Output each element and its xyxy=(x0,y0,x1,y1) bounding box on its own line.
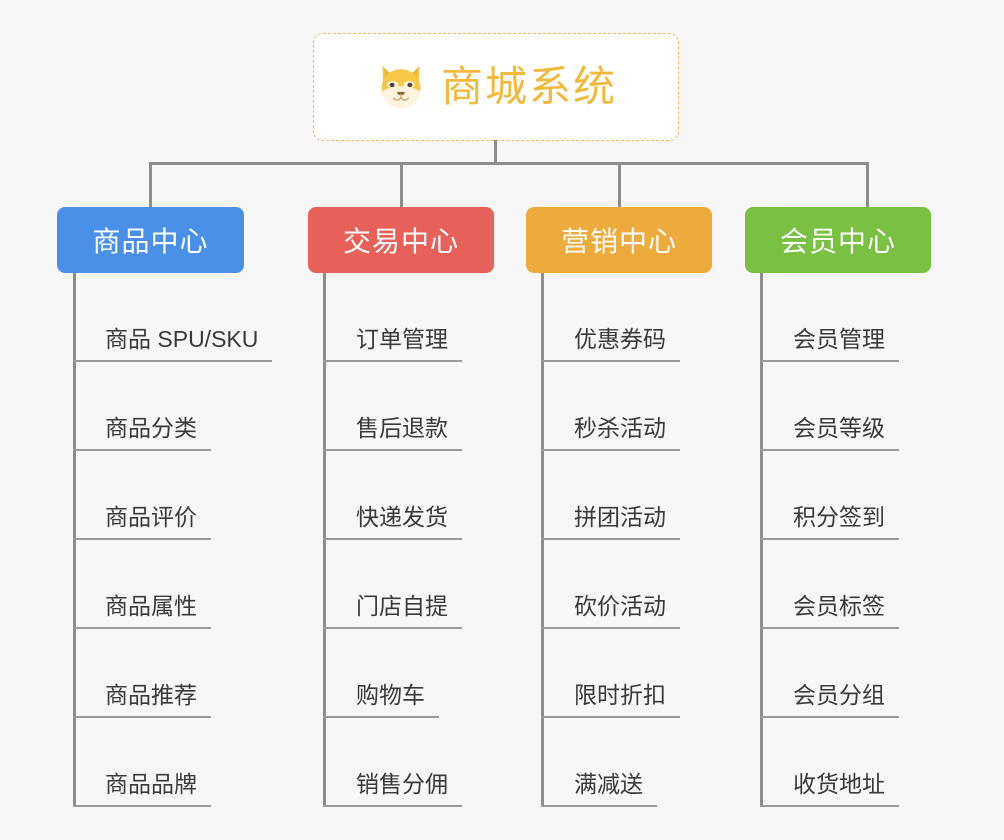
leaf-item-rule xyxy=(73,449,211,451)
leaf-item[interactable]: 商品属性 xyxy=(57,540,317,629)
leaf-item[interactable]: 砍价活动 xyxy=(526,540,786,629)
shiba-dog-face-icon xyxy=(381,65,421,109)
leaf-item-rule xyxy=(323,449,462,451)
leaf-item-label: 积分签到 xyxy=(793,504,885,530)
leaf-item[interactable]: 会员等级 xyxy=(745,362,1004,451)
leaf-item[interactable]: 销售分佣 xyxy=(308,718,568,807)
category-header-3[interactable]: 营销中心 xyxy=(526,207,712,273)
leaf-item-label: 拼团活动 xyxy=(574,504,666,530)
leaf-item-label: 购物车 xyxy=(356,682,425,708)
category-label: 商品中心 xyxy=(92,226,209,257)
leaf-item[interactable]: 订单管理 xyxy=(308,273,568,362)
leaf-item[interactable]: 满减送 xyxy=(526,718,786,807)
leaf-item[interactable]: 商品 SPU/SKU xyxy=(57,273,317,362)
leaf-item[interactable]: 优惠券码 xyxy=(526,273,786,362)
leaf-item-label: 门店自提 xyxy=(356,593,448,619)
connector-drop-1 xyxy=(149,162,152,208)
leaf-item-rule xyxy=(73,805,211,807)
leaf-item-rule xyxy=(760,538,899,540)
leaf-item-rule xyxy=(541,360,680,362)
leaf-item-rule xyxy=(541,538,680,540)
leaf-item-rule xyxy=(73,538,211,540)
leaf-item-rule xyxy=(760,627,899,629)
leaf-item[interactable]: 会员管理 xyxy=(745,273,1004,362)
leaf-item-label: 商品 SPU/SKU xyxy=(105,326,259,352)
leaf-item[interactable]: 快递发货 xyxy=(308,451,568,540)
connector-drop-2 xyxy=(400,162,403,208)
leaf-item-rule xyxy=(323,627,462,629)
leaf-item[interactable]: 商品推荐 xyxy=(57,629,317,718)
leaf-item[interactable]: 购物车 xyxy=(308,629,568,718)
leaf-item[interactable]: 售后退款 xyxy=(308,362,568,451)
leaf-item-label: 收货地址 xyxy=(793,771,885,797)
column-spine xyxy=(323,273,326,807)
category-label: 营销中心 xyxy=(560,226,677,257)
leaf-item-label: 商品属性 xyxy=(105,593,197,619)
category-label: 会员中心 xyxy=(779,226,896,257)
leaf-item-label: 会员管理 xyxy=(793,326,885,352)
leaf-item-label: 会员等级 xyxy=(793,415,885,441)
leaf-item[interactable]: 商品分类 xyxy=(57,362,317,451)
leaf-item-list: 订单管理售后退款快递发货门店自提购物车销售分佣 xyxy=(308,273,568,807)
leaf-item-label: 商品推荐 xyxy=(105,682,197,708)
leaf-item-rule xyxy=(541,627,680,629)
leaf-item-rule xyxy=(323,805,462,807)
root-node[interactable]: 商城系统 xyxy=(313,33,679,141)
category-header-2[interactable]: 交易中心 xyxy=(308,207,494,273)
leaf-item-label: 快递发货 xyxy=(356,504,448,530)
leaf-item-list: 商品 SPU/SKU 商品分类商品评价商品属性商品推荐商品品牌 xyxy=(57,273,317,807)
leaf-item-rule xyxy=(760,360,899,362)
column-spine xyxy=(760,273,763,807)
leaf-item[interactable]: 秒杀活动 xyxy=(526,362,786,451)
leaf-item[interactable]: 积分签到 xyxy=(745,451,1004,540)
leaf-item-label: 秒杀活动 xyxy=(574,415,666,441)
leaf-item[interactable]: 会员标签 xyxy=(745,540,1004,629)
leaf-item-rule xyxy=(541,449,680,451)
leaf-item-list: 会员管理会员等级积分签到会员标签会员分组收货地址 xyxy=(745,273,1004,807)
category-label: 交易中心 xyxy=(342,226,459,257)
leaf-item-label: 满减送 xyxy=(574,771,643,797)
leaf-item-label: 商品品牌 xyxy=(105,771,197,797)
leaf-item-rule xyxy=(541,716,680,718)
leaf-item-label: 砍价活动 xyxy=(574,593,666,619)
leaf-item-rule xyxy=(323,716,439,718)
leaf-item-rule xyxy=(73,627,211,629)
leaf-item-rule xyxy=(760,716,899,718)
leaf-item-label: 会员分组 xyxy=(793,682,885,708)
leaf-item-rule xyxy=(73,360,272,362)
leaf-item-rule xyxy=(323,360,462,362)
column-spine xyxy=(541,273,544,807)
connector-horizontal-bus xyxy=(150,162,868,165)
leaf-item-label: 优惠券码 xyxy=(574,326,666,352)
leaf-item[interactable]: 拼团活动 xyxy=(526,451,786,540)
category-header-4[interactable]: 会员中心 xyxy=(745,207,931,273)
leaf-item[interactable]: 商品品牌 xyxy=(57,718,317,807)
leaf-item[interactable]: 收货地址 xyxy=(745,718,1004,807)
leaf-item-rule xyxy=(323,538,462,540)
leaf-item-label: 售后退款 xyxy=(356,415,448,441)
leaf-item-label: 会员标签 xyxy=(793,593,885,619)
leaf-item-label: 订单管理 xyxy=(356,326,448,352)
leaf-item[interactable]: 会员分组 xyxy=(745,629,1004,718)
leaf-item-label: 销售分佣 xyxy=(356,771,448,797)
leaf-item[interactable]: 限时折扣 xyxy=(526,629,786,718)
connector-drop-3 xyxy=(618,162,621,208)
leaf-item-label: 限时折扣 xyxy=(574,682,666,708)
leaf-item-rule xyxy=(73,716,211,718)
leaf-item-list: 优惠券码秒杀活动拼团活动砍价活动限时折扣满减送 xyxy=(526,273,786,807)
connector-drop-4 xyxy=(866,162,869,208)
root-label: 商城系统 xyxy=(440,63,617,110)
category-header-1[interactable]: 商品中心 xyxy=(57,207,244,273)
leaf-item-label: 商品评价 xyxy=(105,504,197,530)
leaf-item-rule xyxy=(760,449,899,451)
leaf-item-rule xyxy=(541,805,657,807)
leaf-item[interactable]: 商品评价 xyxy=(57,451,317,540)
leaf-item-label: 商品分类 xyxy=(105,415,197,441)
column-spine xyxy=(73,273,76,807)
leaf-item[interactable]: 门店自提 xyxy=(308,540,568,629)
connector-root-trunk xyxy=(494,140,497,164)
leaf-item-rule xyxy=(760,805,899,807)
